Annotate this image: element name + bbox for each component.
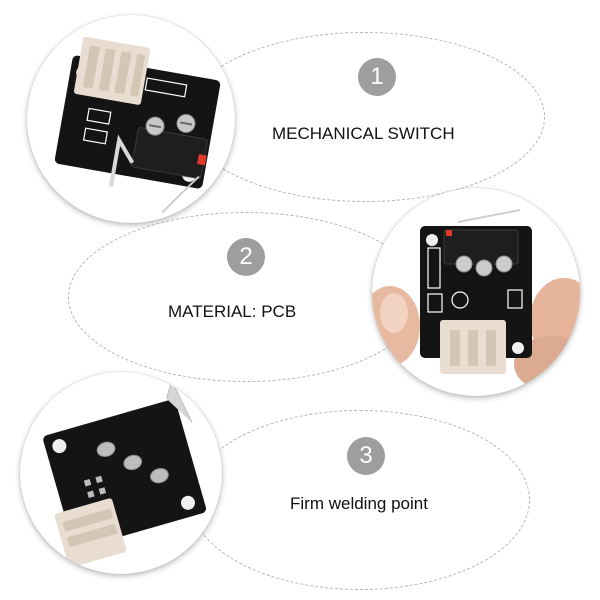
dashed-oval-1: [185, 32, 545, 202]
caption-welding-point: Firm welding point: [290, 494, 428, 513]
photo-pcb-in-hand: [372, 188, 580, 396]
photo-pcb-back: [20, 372, 222, 574]
step-1-badge: 1: [358, 58, 396, 96]
step-3-badge: 3: [347, 437, 385, 475]
pcb-held-in-fingers-image: [372, 209, 580, 392]
caption-mechanical-switch: MECHANICAL SWITCH: [272, 124, 455, 143]
step-2-badge: 2: [227, 238, 265, 276]
caption-material-pcb: MATERIAL: PCB: [168, 302, 297, 321]
photo-mechanical-switch: [27, 15, 235, 223]
mechanical-switch-module-image: [54, 36, 221, 214]
pcb-back-solder-points-image: [43, 379, 207, 568]
